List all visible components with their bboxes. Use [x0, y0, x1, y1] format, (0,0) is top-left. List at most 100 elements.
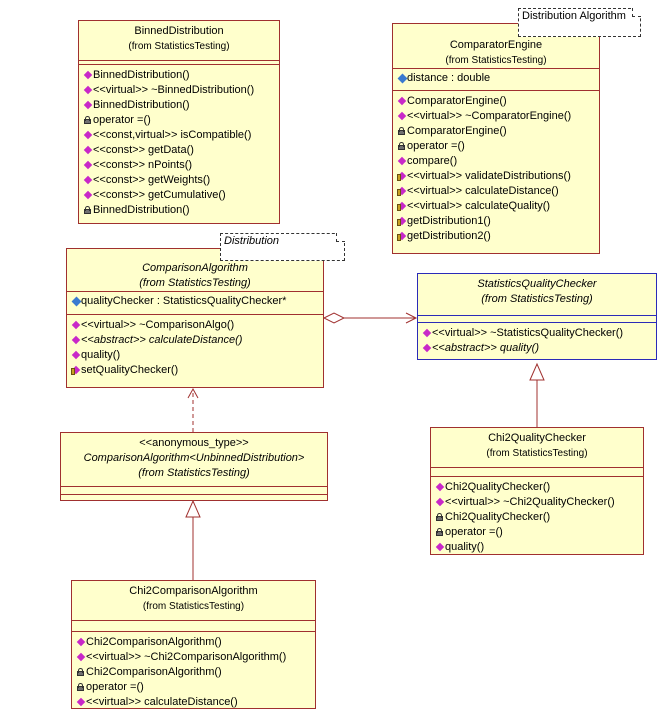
- operation-text: quality(): [81, 349, 121, 361]
- operation-row[interactable]: operator =(): [393, 139, 599, 154]
- protected-member-icon: [397, 172, 406, 181]
- operation-text: <<const>> nPoints(): [93, 159, 193, 171]
- class-chi2-comparison-algorithm[interactable]: Chi2ComparisonAlgorithm (from Statistics…: [71, 580, 316, 709]
- class-header: BinnedDistribution (from StatisticsTesti…: [79, 21, 279, 60]
- operation-row[interactable]: <<virtual>> calculateQuality(): [393, 199, 599, 214]
- public-member-icon: [77, 653, 85, 661]
- operation-row[interactable]: Chi2ComparisonAlgorithm(): [72, 665, 315, 680]
- attribute-row[interactable]: distance : double: [393, 71, 599, 86]
- operation-text: operator =(): [445, 526, 503, 538]
- attribute-compartment: [79, 60, 279, 64]
- protected-member-icon: [397, 217, 406, 226]
- public-member-icon: [398, 112, 406, 120]
- class-name: ComparisonAlgorithm: [142, 262, 248, 274]
- public-member-icon: [84, 101, 92, 109]
- operation-row[interactable]: <<virtual>> ~Chi2QualityChecker(): [431, 495, 643, 510]
- operation-row[interactable]: <<virtual>> ~BinnedDistribution(): [79, 83, 279, 98]
- operation-text: operator =(): [93, 114, 151, 126]
- template-binding-link: [187, 387, 199, 432]
- operation-row[interactable]: BinnedDistribution(): [79, 98, 279, 113]
- class-comparison-algorithm[interactable]: ComparisonAlgorithm (from StatisticsTest…: [66, 248, 324, 388]
- private-member-icon: [398, 127, 406, 135]
- public-member-icon: [72, 321, 80, 329]
- operation-row[interactable]: <<virtual>> ~StatisticsQualityChecker(): [418, 326, 656, 341]
- operation-row[interactable]: <<virtual>> ~ComparisonAlgo(): [67, 318, 323, 333]
- attribute-row[interactable]: qualityChecker : StatisticsQualityChecke…: [67, 294, 323, 309]
- operation-row[interactable]: ComparatorEngine(): [393, 94, 599, 109]
- protected-member-icon: [397, 202, 406, 211]
- operation-row[interactable]: quality(): [67, 348, 323, 363]
- operation-row[interactable]: getDistribution2(): [393, 229, 599, 244]
- operation-row[interactable]: <<virtual>> ~ComparatorEngine(): [393, 109, 599, 124]
- public-member-icon: [72, 336, 80, 344]
- class-package: (from StatisticsTesting): [139, 277, 251, 289]
- operation-row[interactable]: BinnedDistribution(): [79, 203, 279, 218]
- operation-row[interactable]: Chi2QualityChecker(): [431, 480, 643, 495]
- operation-row[interactable]: compare(): [393, 154, 599, 169]
- operation-row[interactable]: <<const>> getCumulative(): [79, 188, 279, 203]
- operation-row[interactable]: <<virtual>> validateDistributions(): [393, 169, 599, 184]
- operation-text: getDistribution1(): [407, 215, 491, 227]
- public-member-icon: [84, 146, 92, 154]
- operation-row[interactable]: <<abstract>> calculateDistance(): [67, 333, 323, 348]
- operation-row[interactable]: quality(): [431, 540, 643, 555]
- operation-row[interactable]: <<const,virtual>> isCompatible(): [79, 128, 279, 143]
- operation-text: setQualityChecker(): [81, 364, 179, 376]
- operation-row[interactable]: getDistribution1(): [393, 214, 599, 229]
- operation-row[interactable]: ComparatorEngine(): [393, 124, 599, 139]
- public-member-icon: [436, 483, 444, 491]
- class-name: BinnedDistribution: [134, 25, 224, 37]
- operation-row[interactable]: Chi2ComparisonAlgorithm(): [72, 635, 315, 650]
- class-name: ComparatorEngine: [449, 39, 543, 51]
- attribute-compartment: distance : double: [393, 68, 599, 90]
- public-member-icon: [72, 351, 80, 359]
- private-member-icon: [77, 683, 85, 691]
- operation-text: quality(): [445, 541, 485, 553]
- public-member-icon: [84, 176, 92, 184]
- operation-row[interactable]: BinnedDistribution(): [79, 68, 279, 83]
- operation-text: Chi2ComparisonAlgorithm(): [86, 666, 222, 678]
- attribute-text: distance : double: [407, 72, 491, 84]
- operation-row[interactable]: operator =(): [431, 525, 643, 540]
- class-statistics-quality-checker[interactable]: StatisticsQualityChecker (from Statistic…: [417, 273, 657, 360]
- class-package: (from StatisticsTesting): [481, 293, 593, 305]
- operation-text: BinnedDistribution(): [93, 69, 190, 81]
- operation-row[interactable]: <<const>> getData(): [79, 143, 279, 158]
- class-binned-distribution[interactable]: BinnedDistribution (from StatisticsTesti…: [78, 20, 280, 224]
- operation-text: <<virtual>> ~StatisticsQualityChecker(): [432, 327, 624, 339]
- operation-row[interactable]: Chi2QualityChecker(): [431, 510, 643, 525]
- class-header: ComparisonAlgorithm (from StatisticsTest…: [67, 249, 323, 291]
- public-member-icon: [84, 71, 92, 79]
- operation-text: Chi2ComparisonAlgorithm(): [86, 636, 222, 648]
- operation-text: <<virtual>> calculateDistance(): [86, 696, 238, 708]
- operation-row[interactable]: <<abstract>> quality(): [418, 341, 656, 356]
- operation-text: <<virtual>> ~ComparisonAlgo(): [81, 319, 235, 331]
- operation-text: <<virtual>> validateDistributions(): [407, 170, 571, 182]
- operation-row[interactable]: operator =(): [72, 680, 315, 695]
- operation-row[interactable]: <<const>> getWeights(): [79, 173, 279, 188]
- attribute-icon: [398, 74, 406, 82]
- class-anonymous-template-instance[interactable]: <<anonymous_type>> ComparisonAlgorithm<U…: [60, 432, 328, 501]
- attribute-icon: [72, 297, 80, 305]
- operation-text: compare(): [407, 155, 458, 167]
- operation-row[interactable]: <<virtual>> ~Chi2ComparisonAlgorithm(): [72, 650, 315, 665]
- operation-row[interactable]: operator =(): [79, 113, 279, 128]
- class-header: StatisticsQualityChecker (from Statistic…: [418, 274, 656, 315]
- public-member-icon: [436, 498, 444, 506]
- operation-row[interactable]: <<virtual>> calculateDistance(): [72, 695, 315, 710]
- attribute-compartment: [72, 620, 315, 631]
- class-comparator-engine[interactable]: ComparatorEngine (from StatisticsTesting…: [392, 23, 600, 254]
- operation-text: BinnedDistribution(): [93, 204, 190, 216]
- operation-text: <<virtual>> calculateDistance(): [407, 185, 559, 197]
- public-member-icon: [423, 329, 431, 337]
- operation-row[interactable]: setQualityChecker(): [67, 363, 323, 378]
- class-header: <<anonymous_type>> ComparisonAlgorithm<U…: [61, 433, 327, 486]
- operation-row[interactable]: <<virtual>> calculateDistance(): [393, 184, 599, 199]
- operation-row[interactable]: <<const>> nPoints(): [79, 158, 279, 173]
- attribute-compartment: qualityChecker : StatisticsQualityChecke…: [67, 291, 323, 314]
- class-chi2-quality-checker[interactable]: Chi2QualityChecker (from StatisticsTesti…: [430, 427, 644, 555]
- public-member-icon: [77, 638, 85, 646]
- operation-compartment: <<virtual>> ~StatisticsQualityChecker() <…: [418, 322, 656, 359]
